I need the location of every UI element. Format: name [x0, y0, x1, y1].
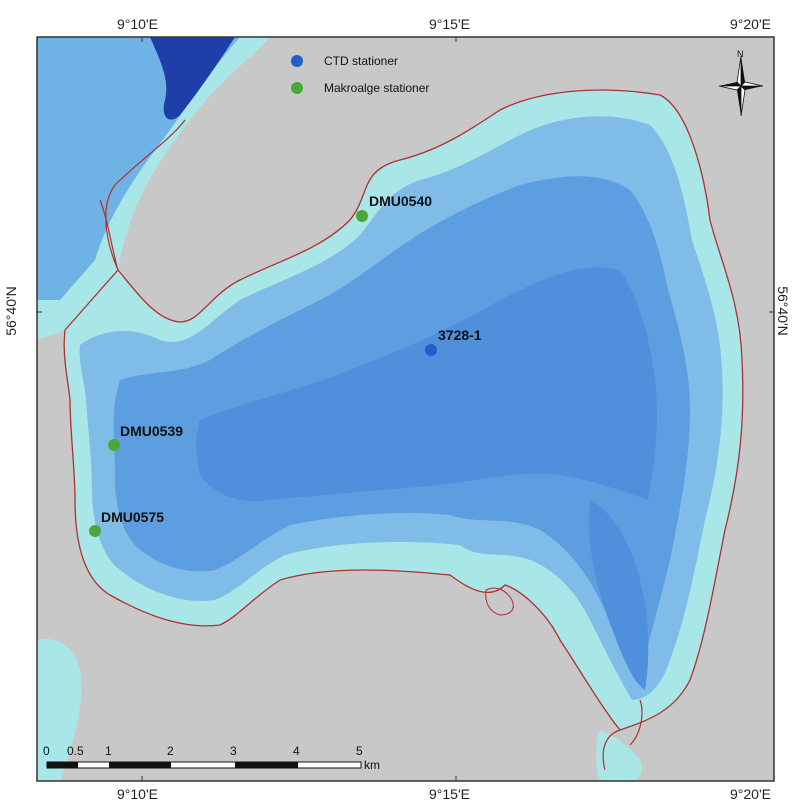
station-marker-dmu0575[interactable] — [89, 525, 101, 537]
scale-tick-0-5: 0.5 — [67, 744, 84, 758]
scale-tick-0: 0 — [43, 744, 50, 758]
station-marker-dmu0539[interactable] — [108, 439, 120, 451]
sw-water-patch — [37, 638, 82, 781]
legend-dot-makroalge — [291, 82, 303, 94]
graticule-ticks — [37, 37, 774, 781]
graticule-bottom-2: 9°15'E — [429, 786, 470, 802]
legend-label-makroalge: Makroalge stationer — [324, 81, 430, 95]
graticule-left: 56°40'N — [2, 286, 19, 336]
graticule-top-2: 9°15'E — [429, 16, 470, 32]
scale-tick-3: 3 — [230, 744, 237, 758]
map-legend: CTD stationer Makroalge stationer — [290, 50, 429, 99]
scale-unit: km — [364, 758, 380, 772]
graticule-bottom-3: 9°20'E — [730, 786, 771, 802]
legend-label-ctd: CTD stationer — [324, 54, 399, 68]
bay-deeper-pocket — [196, 267, 658, 502]
graticule-right: 56°40'N — [774, 286, 791, 336]
station-marker-3728-1[interactable] — [425, 344, 437, 356]
north-arrow-label: N — [737, 49, 744, 59]
scale-tick-4: 4 — [293, 744, 300, 758]
scale-tick-1: 1 — [105, 744, 112, 758]
scale-tick-5: 5 — [356, 744, 363, 758]
coastline-southeast-outlet — [602, 699, 643, 771]
north-arrow-icon — [718, 55, 764, 117]
coastline — [63, 89, 744, 731]
scale-tick-2: 2 — [167, 744, 174, 758]
nw-channel-deepest — [150, 37, 235, 120]
bay-southeast-channel — [588, 500, 649, 690]
south-outlet-water — [596, 730, 642, 781]
map-frame — [36, 36, 775, 782]
station-label-dmu0539: DMU0539 — [120, 423, 184, 439]
legend-dot-ctd — [291, 55, 303, 67]
station-label-dmu0575: DMU0575 — [101, 509, 165, 525]
graticule-top-1: 9°10'E — [117, 16, 158, 32]
coastline-west-channel — [99, 119, 186, 271]
graticule-bottom-1: 9°10'E — [117, 786, 158, 802]
scale-bar — [46, 761, 362, 769]
graticule-top-3: 9°20'E — [730, 16, 771, 32]
station-marker-dmu0540[interactable] — [356, 210, 368, 222]
station-label-3728-1: 3728-1 — [438, 327, 482, 343]
station-label-dmu0540: DMU0540 — [369, 193, 433, 209]
